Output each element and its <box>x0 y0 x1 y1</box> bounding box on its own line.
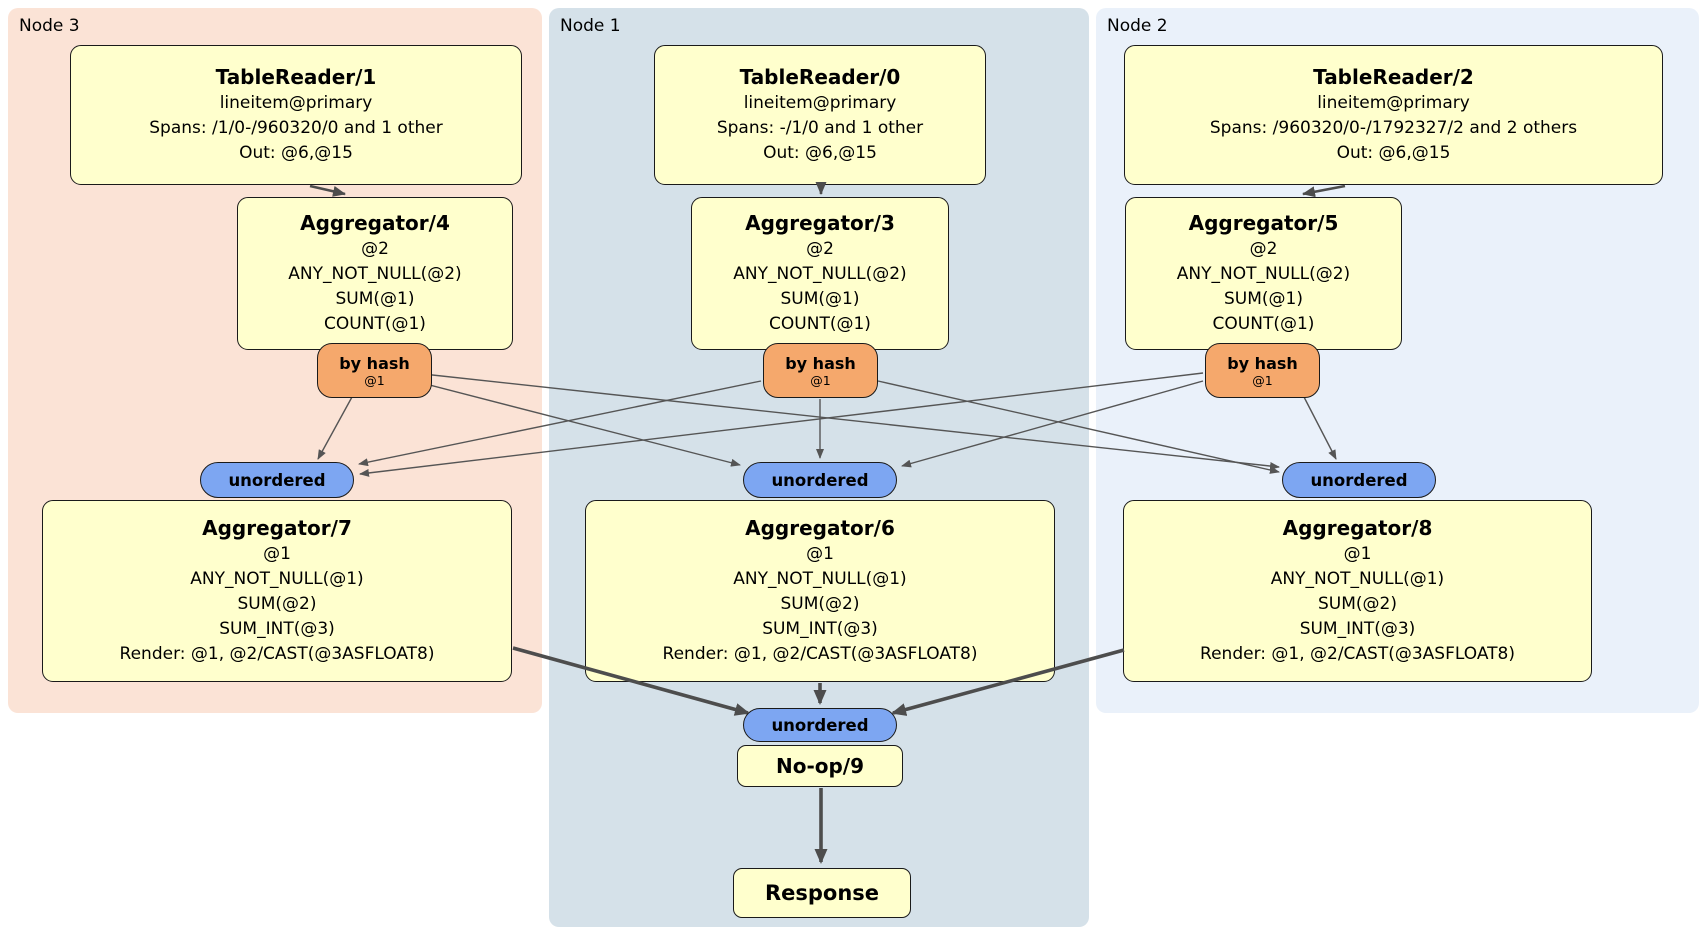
processor-detail: SUM(@2) <box>1318 594 1397 614</box>
processor-title: Aggregator/7 <box>202 516 352 540</box>
region-label-node-1: Node 1 <box>560 16 621 36</box>
router-label: by hash <box>339 353 410 373</box>
processor-detail: Out: @6,@15 <box>763 143 877 163</box>
processor-detail: COUNT(@1) <box>769 314 871 334</box>
stream-unordered-final: unordered <box>743 708 897 742</box>
processor-detail: SUM(@2) <box>237 594 317 614</box>
processor-noop-9: No-op/9 <box>737 745 903 787</box>
processor-aggregator-5: Aggregator/5 @2 ANY_NOT_NULL(@2) SUM(@1)… <box>1125 197 1402 350</box>
processor-aggregator-8: Aggregator/8 @1 ANY_NOT_NULL(@1) SUM(@2)… <box>1123 500 1592 682</box>
processor-detail: SUM(@1) <box>335 289 415 309</box>
processor-detail: SUM(@1) <box>780 289 860 309</box>
processor-detail: ANY_NOT_NULL(@2) <box>288 264 462 284</box>
router-by-hash-node-1: by hash @1 <box>763 343 878 398</box>
processor-detail: SUM(@2) <box>780 594 860 614</box>
processor-detail: Render: @1, @2/CAST(@3ASFLOAT8) <box>1200 644 1515 664</box>
router-hash-columns: @1 <box>810 372 831 388</box>
processor-title: TableReader/0 <box>739 65 901 89</box>
processor-detail: Render: @1, @2/CAST(@3ASFLOAT8) <box>119 644 435 664</box>
processor-detail: ANY_NOT_NULL(@2) <box>1176 264 1351 284</box>
processor-detail: @1 <box>806 544 834 564</box>
region-label-node-3: Node 3 <box>19 16 80 36</box>
processor-detail: ANY_NOT_NULL(@1) <box>190 569 364 589</box>
stream-unordered-node-1: unordered <box>743 462 897 498</box>
processor-detail: Spans: /1/0-/960320/0 and 1 other <box>149 118 443 138</box>
processor-detail: Render: @1, @2/CAST(@3ASFLOAT8) <box>662 644 978 664</box>
router-by-hash-node-3: by hash @1 <box>317 343 432 398</box>
processor-tablereader-1: TableReader/1 lineitem@primary Spans: /1… <box>70 45 522 185</box>
processor-title: Aggregator/6 <box>745 516 895 540</box>
processor-title: Aggregator/8 <box>1282 516 1433 540</box>
processor-detail: ANY_NOT_NULL(@1) <box>1270 569 1445 589</box>
router-label: by hash <box>785 353 856 373</box>
processor-detail: Spans: /960320/0-/1792327/2 and 2 others <box>1209 118 1578 138</box>
router-label: by hash <box>1227 353 1298 373</box>
processor-detail: SUM_INT(@3) <box>219 619 335 639</box>
processor-tablereader-0: TableReader/0 lineitem@primary Spans: -/… <box>654 45 986 185</box>
processor-aggregator-4: Aggregator/4 @2 ANY_NOT_NULL(@2) SUM(@1)… <box>237 197 513 350</box>
processor-detail: Out: @6,@15 <box>1336 143 1451 163</box>
region-label-node-2: Node 2 <box>1107 16 1168 36</box>
processor-detail: Out: @6,@15 <box>239 143 353 163</box>
processor-detail: lineitem@primary <box>743 93 897 113</box>
processor-tablereader-2: TableReader/2 lineitem@primary Spans: /9… <box>1124 45 1663 185</box>
response-node: Response <box>733 868 911 918</box>
processor-detail: COUNT(@1) <box>1212 314 1315 334</box>
processor-detail: @1 <box>263 544 291 564</box>
processor-aggregator-3: Aggregator/3 @2 ANY_NOT_NULL(@2) SUM(@1)… <box>691 197 949 350</box>
processor-aggregator-7: Aggregator/7 @1 ANY_NOT_NULL(@1) SUM(@2)… <box>42 500 512 682</box>
processor-detail: COUNT(@1) <box>324 314 426 334</box>
router-hash-columns: @1 <box>1252 372 1273 388</box>
processor-title: Aggregator/4 <box>300 211 450 235</box>
processor-detail: @2 <box>806 239 834 259</box>
processor-detail: ANY_NOT_NULL(@2) <box>733 264 907 284</box>
processor-detail: ANY_NOT_NULL(@1) <box>733 569 907 589</box>
processor-detail: Spans: -/1/0 and 1 other <box>716 118 924 138</box>
processor-detail: @2 <box>1249 239 1278 259</box>
router-by-hash-node-2: by hash @1 <box>1205 343 1320 398</box>
processor-detail: lineitem@primary <box>1317 93 1470 113</box>
processor-title: Aggregator/3 <box>745 211 895 235</box>
router-hash-columns: @1 <box>364 372 385 388</box>
processor-detail: SUM(@1) <box>1224 289 1303 309</box>
processor-title: TableReader/1 <box>215 65 377 89</box>
stream-unordered-node-3: unordered <box>200 462 354 498</box>
processor-title: Aggregator/5 <box>1188 211 1339 235</box>
processor-detail: SUM_INT(@3) <box>1299 619 1416 639</box>
processor-title: TableReader/2 <box>1313 65 1474 89</box>
processor-detail: @1 <box>1343 544 1372 564</box>
processor-detail: SUM_INT(@3) <box>762 619 878 639</box>
stream-unordered-node-2: unordered <box>1282 462 1436 498</box>
processor-aggregator-6: Aggregator/6 @1 ANY_NOT_NULL(@1) SUM(@2)… <box>585 500 1055 682</box>
processor-detail: lineitem@primary <box>219 93 373 113</box>
processor-detail: @2 <box>361 239 389 259</box>
